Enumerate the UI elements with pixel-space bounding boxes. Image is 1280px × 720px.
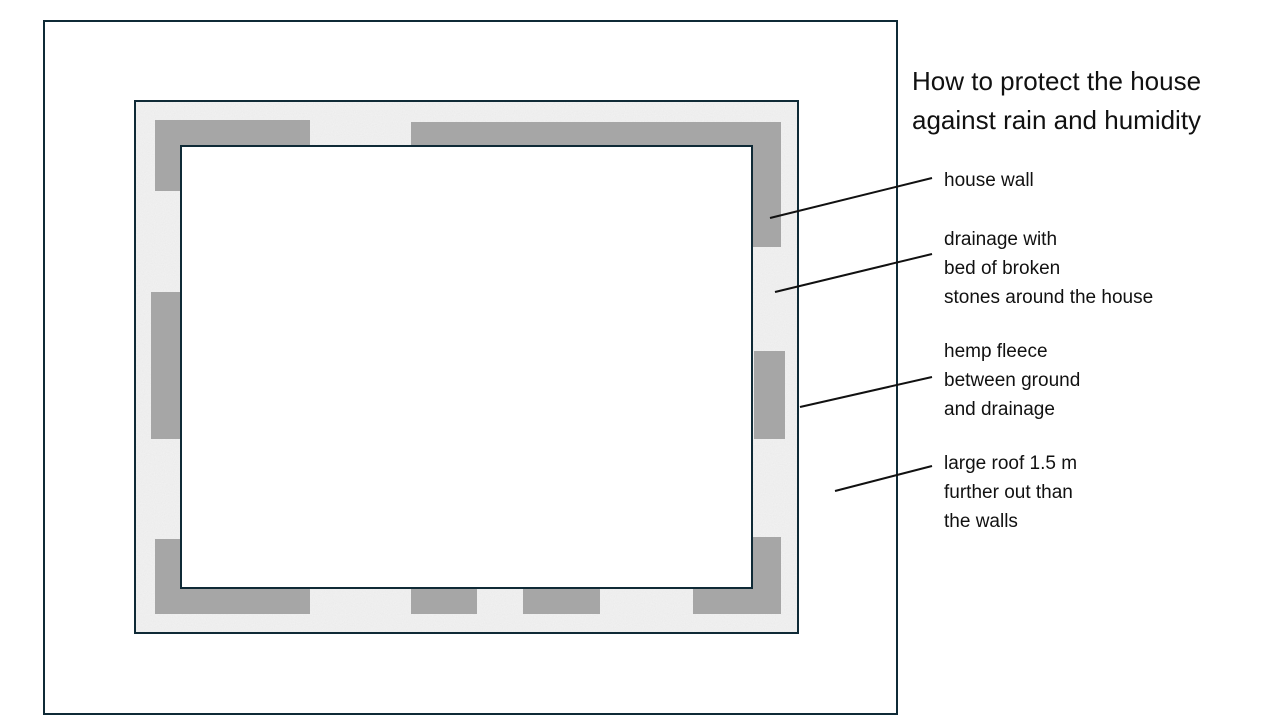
- leader-line-roof: [834, 465, 933, 492]
- label-line: house wall: [944, 170, 1034, 191]
- house-interior: [180, 145, 753, 589]
- label-drainage: drainage with bed of broken stones aroun…: [944, 225, 1153, 312]
- label-line: hemp fleece: [944, 341, 1048, 362]
- leader-line-drainage: [774, 253, 933, 293]
- label-line: further out than: [944, 482, 1073, 503]
- label-line: large roof 1.5 m: [944, 453, 1078, 474]
- title-line: How to protect the house: [912, 66, 1202, 96]
- label-hemp-fleece: hemp fleece between ground and drainage: [944, 337, 1080, 424]
- leader-line-hemp-fleece: [799, 376, 933, 408]
- label-line: between ground: [944, 370, 1081, 391]
- label-line: bed of broken: [944, 258, 1061, 279]
- house-wall-segments: [151, 120, 785, 614]
- label-line: the walls: [944, 511, 1018, 532]
- label-line: stones around the house: [944, 287, 1154, 308]
- label-line: and drainage: [944, 399, 1055, 420]
- label-roof: large roof 1.5 m further out than the wa…: [944, 449, 1077, 536]
- leader-line-house-wall: [769, 177, 933, 219]
- title-line: against rain and humidity: [912, 105, 1202, 135]
- diagram-title: How to protect the house against rain an…: [912, 62, 1201, 140]
- label-house-wall: house wall: [944, 166, 1034, 195]
- label-line: drainage with: [944, 229, 1058, 250]
